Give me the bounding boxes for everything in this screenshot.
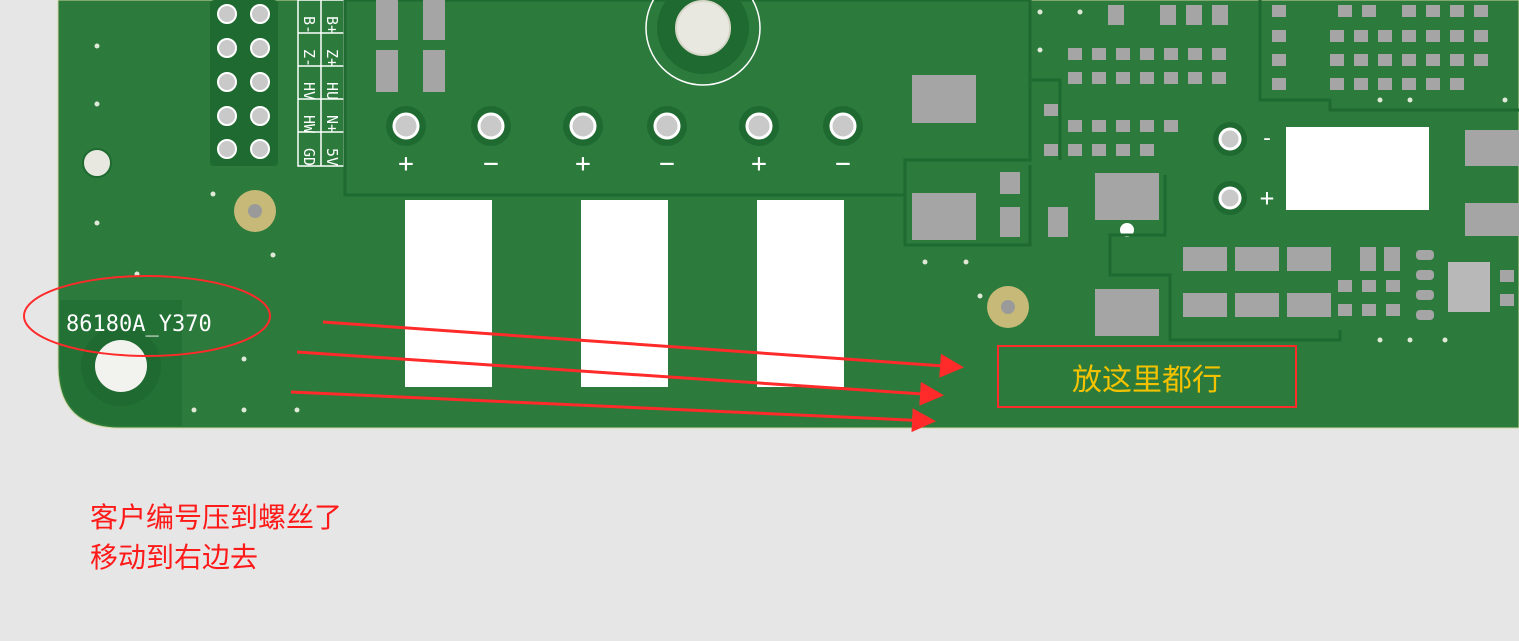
label-hw: HW — [300, 115, 318, 134]
screw-hole — [95, 340, 147, 392]
fiducial — [82, 148, 112, 178]
mounting-hole — [675, 0, 731, 56]
mounting-pads — [234, 190, 1029, 328]
relay-body — [1286, 127, 1429, 210]
copper-traces — [903, 0, 1519, 342]
connector-labels: B+ Z+ HU N+ 5V B- Z- HV HW GD — [300, 16, 341, 166]
cap-plus-mark: + — [1260, 184, 1274, 212]
label-gd: GD — [300, 148, 318, 166]
label-b-plus: B+ — [323, 16, 341, 34]
polarity-mark-1: + — [398, 149, 414, 179]
target-placement-box: 放这里都行 — [997, 345, 1297, 408]
smd-pads-left — [376, 0, 445, 92]
component-bodies — [405, 200, 844, 387]
label-b-minus: B- — [300, 16, 318, 34]
smd-grid-right — [1044, 5, 1514, 320]
label-n-plus: N+ — [323, 115, 341, 133]
cap-pads-right — [1213, 122, 1247, 215]
target-placement-label: 放这里都行 — [1072, 362, 1222, 398]
label-5v: 5V — [323, 148, 341, 166]
annotation-arrows — [290, 320, 964, 433]
label-hu: HU — [323, 82, 341, 100]
polarity-mark-6: − — [835, 149, 851, 179]
polarity-mark-5: + — [751, 149, 767, 179]
label-z-plus: Z+ — [323, 49, 341, 67]
polarity-marks: + − + − + − - + — [398, 126, 1274, 212]
highlight-ellipse — [23, 275, 271, 357]
polarity-mark-3: + — [575, 149, 591, 179]
label-z-minus: Z- — [300, 49, 318, 67]
ic-packages — [912, 75, 1519, 336]
mounting-hole-ring — [645, 0, 761, 86]
polarity-mark-4: − — [659, 149, 675, 179]
label-hv: HV — [300, 82, 318, 100]
pin-header — [217, 4, 270, 159]
customer-code: 86180A_Y370 — [66, 312, 212, 337]
polarity-mark-2: − — [483, 149, 499, 179]
cap-pads — [386, 106, 863, 146]
vias — [94, 9, 1508, 413]
cap-minus-mark: - — [1260, 126, 1273, 151]
note-line-1: 客户编号压到螺丝了 — [90, 501, 343, 534]
note-line-2: 移动到右边去 — [90, 541, 259, 574]
